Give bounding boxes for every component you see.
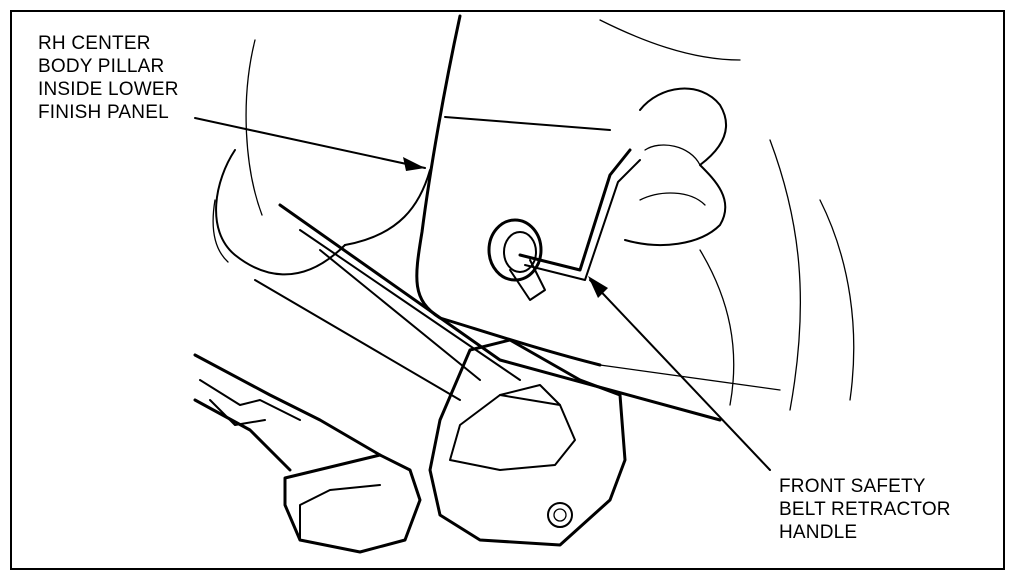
pillar-panel-edge-2 [344,169,431,246]
pillar-leader-line [194,117,426,169]
seat-rail-inner [209,399,266,426]
door-edge-line [599,364,781,391]
seat-back-curve [215,149,346,276]
handle-leader-line [589,279,771,471]
door-curve-1 [769,139,802,411]
belt-webbing-mid [299,229,521,381]
seat-rail-top [193,353,382,457]
buckle-bracket [428,338,627,547]
handle-leader-arrow [588,276,608,298]
seat-back-inner-2 [212,199,229,263]
door-top-line [599,19,741,61]
diagram-frame [10,10,1005,570]
seat-rail-groove [199,379,301,421]
buckle-tongue [499,384,561,406]
anchor-bolt [547,502,573,528]
belt-webbing-top [278,203,722,422]
retractor-access-hole-inner [503,231,537,273]
retractor-handle-tool [518,148,632,272]
door-curve-3 [819,199,855,401]
door-curve-2 [699,249,735,406]
callout-retractor-handle: FRONT SAFETY BELT RETRACTOR HANDLE [779,476,951,543]
rail-end-face [299,484,381,541]
retractor-access-hole [487,218,543,282]
callout-pillar-panel: RH CENTER BODY PILLAR INSIDE LOWER FINIS… [38,33,179,123]
pillar-leader-arrow [403,157,425,171]
belt-webbing-low [254,279,461,401]
seat-back-inner [245,39,263,216]
panel-top-line [444,116,611,131]
buckle-bracket-inner [449,394,576,471]
retractor-spindle [509,259,546,301]
rail-end-block [283,453,422,554]
hand-finger-2 [639,192,706,206]
seat-rail-bottom [193,398,292,472]
pillar-panel-edge [415,14,602,367]
hand-finger [644,144,701,166]
retractor-handle-tool-2 [524,159,641,281]
belt-webbing-edge [319,249,481,381]
hand-outline [624,87,727,246]
anchor-bolt-head [553,508,567,522]
